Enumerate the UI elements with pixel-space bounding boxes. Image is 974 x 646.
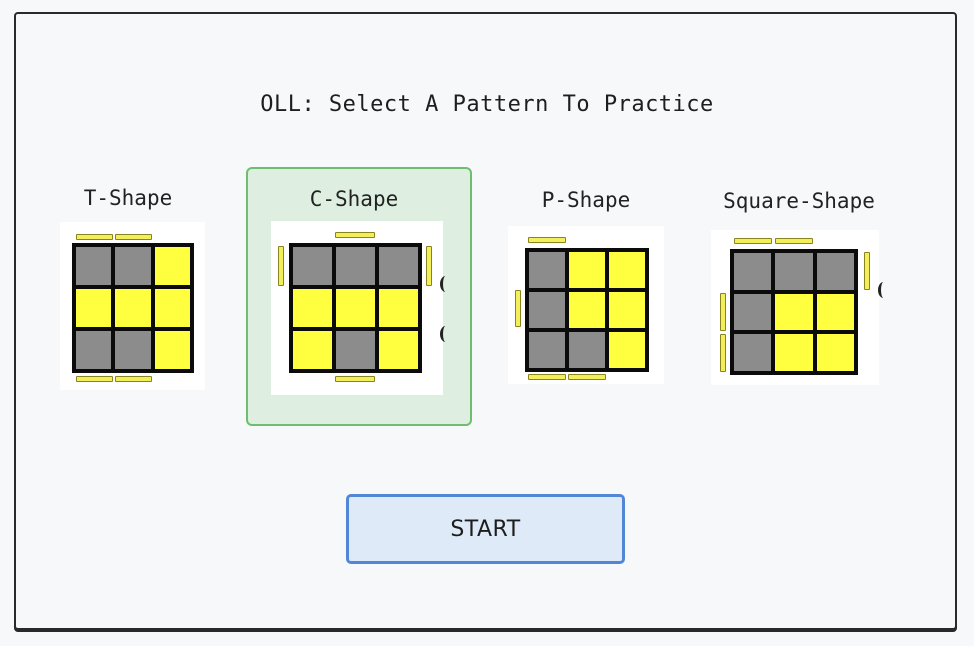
cube-face-grid <box>525 248 649 372</box>
pattern-card-t-shape[interactable]: T-Shape <box>56 180 210 394</box>
pattern-image <box>508 226 664 384</box>
pattern-image <box>271 221 443 395</box>
pattern-image <box>711 230 881 385</box>
pattern-card-square-shape[interactable]: Square-Shape <box>706 180 892 390</box>
cube-face-grid <box>289 243 422 373</box>
cube-face-grid <box>72 243 194 373</box>
pattern-label: Square-Shape <box>723 189 875 213</box>
pattern-image <box>60 222 205 390</box>
pattern-card-c-shape[interactable]: C-Shape <box>246 167 472 426</box>
start-button[interactable]: START <box>346 494 625 564</box>
pattern-label: C-Shape <box>309 187 399 211</box>
pattern-card-p-shape[interactable]: P-Shape <box>504 180 668 390</box>
pattern-label: P-Shape <box>541 188 631 212</box>
pattern-label: T-Shape <box>83 186 173 210</box>
page-title: OLL: Select A Pattern To Practice <box>260 92 714 117</box>
cube-face-grid <box>730 249 858 375</box>
